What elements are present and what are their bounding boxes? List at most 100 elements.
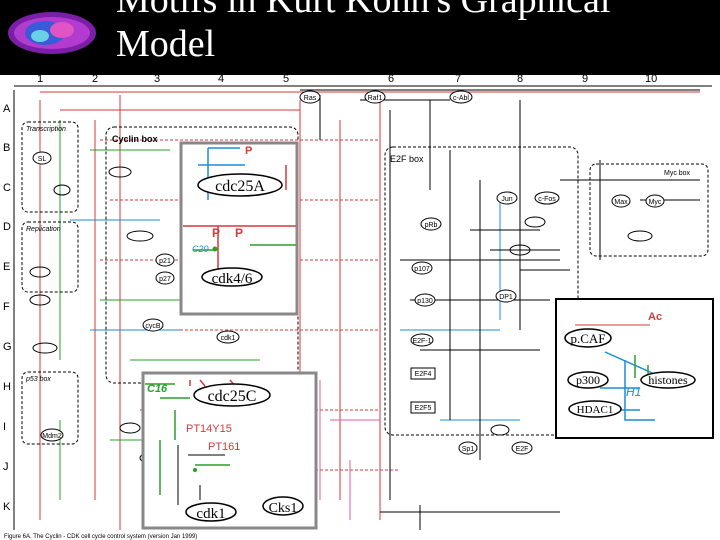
col-label: 2 bbox=[92, 73, 98, 85]
col-label: 3 bbox=[154, 73, 160, 85]
row-label: E bbox=[3, 261, 10, 273]
col-label: 10 bbox=[645, 73, 657, 85]
h1-label: H1 bbox=[626, 385, 641, 399]
slide-header: Motifs in Kurt Kohn's Graphical Model bbox=[0, 0, 720, 75]
node-cabl: c-Abl bbox=[449, 90, 473, 104]
phospho-p: P bbox=[245, 145, 252, 157]
col-label: 9 bbox=[582, 73, 588, 85]
figure-caption: Figure 6A. The Cyclin - CDK cell cycle c… bbox=[4, 534, 197, 540]
t161-mark: PT161 bbox=[208, 441, 240, 453]
row-label: C bbox=[3, 182, 11, 194]
node-prb: pRb bbox=[420, 217, 442, 231]
node-p27: p27 bbox=[155, 271, 175, 285]
svg-text:pRb: pRb bbox=[425, 222, 438, 229]
node-mdm2: Mdm2 bbox=[40, 428, 64, 442]
svg-text:Raf1: Raf1 bbox=[368, 95, 383, 102]
svg-text:p21: p21 bbox=[159, 258, 171, 265]
grid-column-labels: 1 2 3 4 5 6 7 8 9 10 bbox=[37, 73, 657, 85]
inset-pcaf: Ac p.CAF p300 histones H1 HDAC1 bbox=[555, 298, 714, 439]
inset-cdc25a: P cdc25A P P C20 cdk4/6 bbox=[179, 141, 299, 316]
svg-text:cycB: cycB bbox=[145, 323, 161, 330]
t14y15-mark: PT14Y15 bbox=[186, 423, 232, 435]
node-myc: Myc bbox=[645, 194, 665, 208]
replication-box: Replication bbox=[21, 221, 79, 293]
node-cycb: cycB bbox=[142, 318, 164, 332]
node-p107: p107 bbox=[411, 261, 433, 275]
myc-box: Myc box bbox=[589, 163, 709, 257]
svg-text:Cyclin box: Cyclin box bbox=[112, 134, 158, 144]
svg-text:SL: SL bbox=[38, 156, 47, 163]
svg-text:Replication: Replication bbox=[26, 226, 61, 233]
node-cfos: c-Fos bbox=[534, 191, 560, 205]
row-label: B bbox=[3, 142, 10, 154]
svg-text:E2F: E2F bbox=[516, 446, 529, 453]
transcription-box: Transcription bbox=[21, 121, 79, 213]
phospho-p: P bbox=[212, 226, 220, 240]
row-label: D bbox=[3, 221, 11, 233]
node-e2f: E2F bbox=[511, 441, 533, 455]
node-cdk1: cdk1 bbox=[216, 330, 240, 344]
row-label: G bbox=[3, 341, 12, 353]
node-p130: p130 bbox=[414, 293, 436, 307]
svg-text:Mdm2: Mdm2 bbox=[42, 433, 62, 440]
node-e2f1: E2F-1 bbox=[410, 333, 434, 347]
row-label: A bbox=[3, 103, 11, 115]
c16-label: C16 bbox=[147, 383, 168, 395]
cdk46-node: cdk4/6 bbox=[212, 271, 253, 287]
col-label: 8 bbox=[517, 73, 523, 85]
cdk1-node: cdk1 bbox=[196, 506, 225, 522]
node-raf1: Raf1 bbox=[364, 90, 386, 104]
cyclin-box: Cyclin box bbox=[105, 126, 299, 384]
svg-text:E2F-1: E2F-1 bbox=[412, 338, 431, 345]
row-label: F bbox=[3, 301, 10, 313]
cell-image-logo bbox=[0, 0, 100, 75]
node-e2f5: E2F5 bbox=[410, 401, 436, 414]
p53-box: p53 box bbox=[21, 371, 79, 445]
page-title-line2: Model bbox=[116, 23, 216, 65]
node-p21: p21 bbox=[155, 253, 175, 267]
ac-label: Ac bbox=[648, 311, 662, 323]
svg-text:Max: Max bbox=[614, 199, 628, 206]
svg-text:c-Fos: c-Fos bbox=[538, 196, 556, 203]
row-label: K bbox=[3, 501, 11, 513]
svg-text:Myc box: Myc box bbox=[664, 170, 691, 177]
node-max: Max bbox=[611, 194, 631, 208]
page-title: Motifs in Kurt Kohn's Graphical Model bbox=[116, 0, 610, 66]
svg-text:Sp1: Sp1 bbox=[462, 446, 475, 453]
svg-text:Ras: Ras bbox=[304, 95, 317, 102]
svg-text:cdk1: cdk1 bbox=[221, 335, 236, 342]
svg-text:p107: p107 bbox=[414, 266, 430, 273]
svg-text:E2F4: E2F4 bbox=[415, 371, 432, 378]
svg-text:Jun: Jun bbox=[501, 196, 512, 203]
col-label: 1 bbox=[37, 73, 43, 85]
cks1-node: Cks1 bbox=[269, 501, 298, 516]
svg-text:Myc: Myc bbox=[649, 199, 662, 206]
col-label: 7 bbox=[455, 73, 461, 85]
svg-text:Transcription: Transcription bbox=[26, 126, 66, 133]
svg-text:c-Abl: c-Abl bbox=[453, 95, 469, 102]
col-label: 5 bbox=[283, 73, 289, 85]
node-e2f4: E2F4 bbox=[410, 367, 436, 380]
phospho-p: P bbox=[235, 226, 243, 240]
cdc25c-node: cdc25C bbox=[208, 388, 257, 405]
svg-text:DP1: DP1 bbox=[499, 294, 513, 301]
e2f-box: E2F box bbox=[384, 146, 579, 436]
svg-text:p53 box: p53 box bbox=[25, 376, 51, 383]
row-label: I bbox=[3, 421, 6, 433]
row-label: H bbox=[3, 381, 11, 393]
svg-text:E2F5: E2F5 bbox=[415, 405, 432, 412]
node-sl: SL bbox=[32, 151, 52, 165]
svg-text:p27: p27 bbox=[159, 276, 171, 283]
col-label: 6 bbox=[388, 73, 394, 85]
page-title-line1: Motifs in Kurt Kohn's Graphical bbox=[116, 0, 611, 21]
node-dp1: DP1 bbox=[495, 289, 517, 303]
node-jun: Jun bbox=[496, 191, 518, 205]
cdc25a-node: cdc25A bbox=[215, 178, 265, 195]
row-label: J bbox=[3, 461, 9, 473]
node-sp1: Sp1 bbox=[458, 441, 478, 455]
col-label: 4 bbox=[218, 73, 224, 85]
map-nodes: Ras Raf1 c-Abl SL Jun c-Fos pRb p107 p13… bbox=[29, 90, 665, 464]
svg-text:p130: p130 bbox=[417, 298, 433, 305]
